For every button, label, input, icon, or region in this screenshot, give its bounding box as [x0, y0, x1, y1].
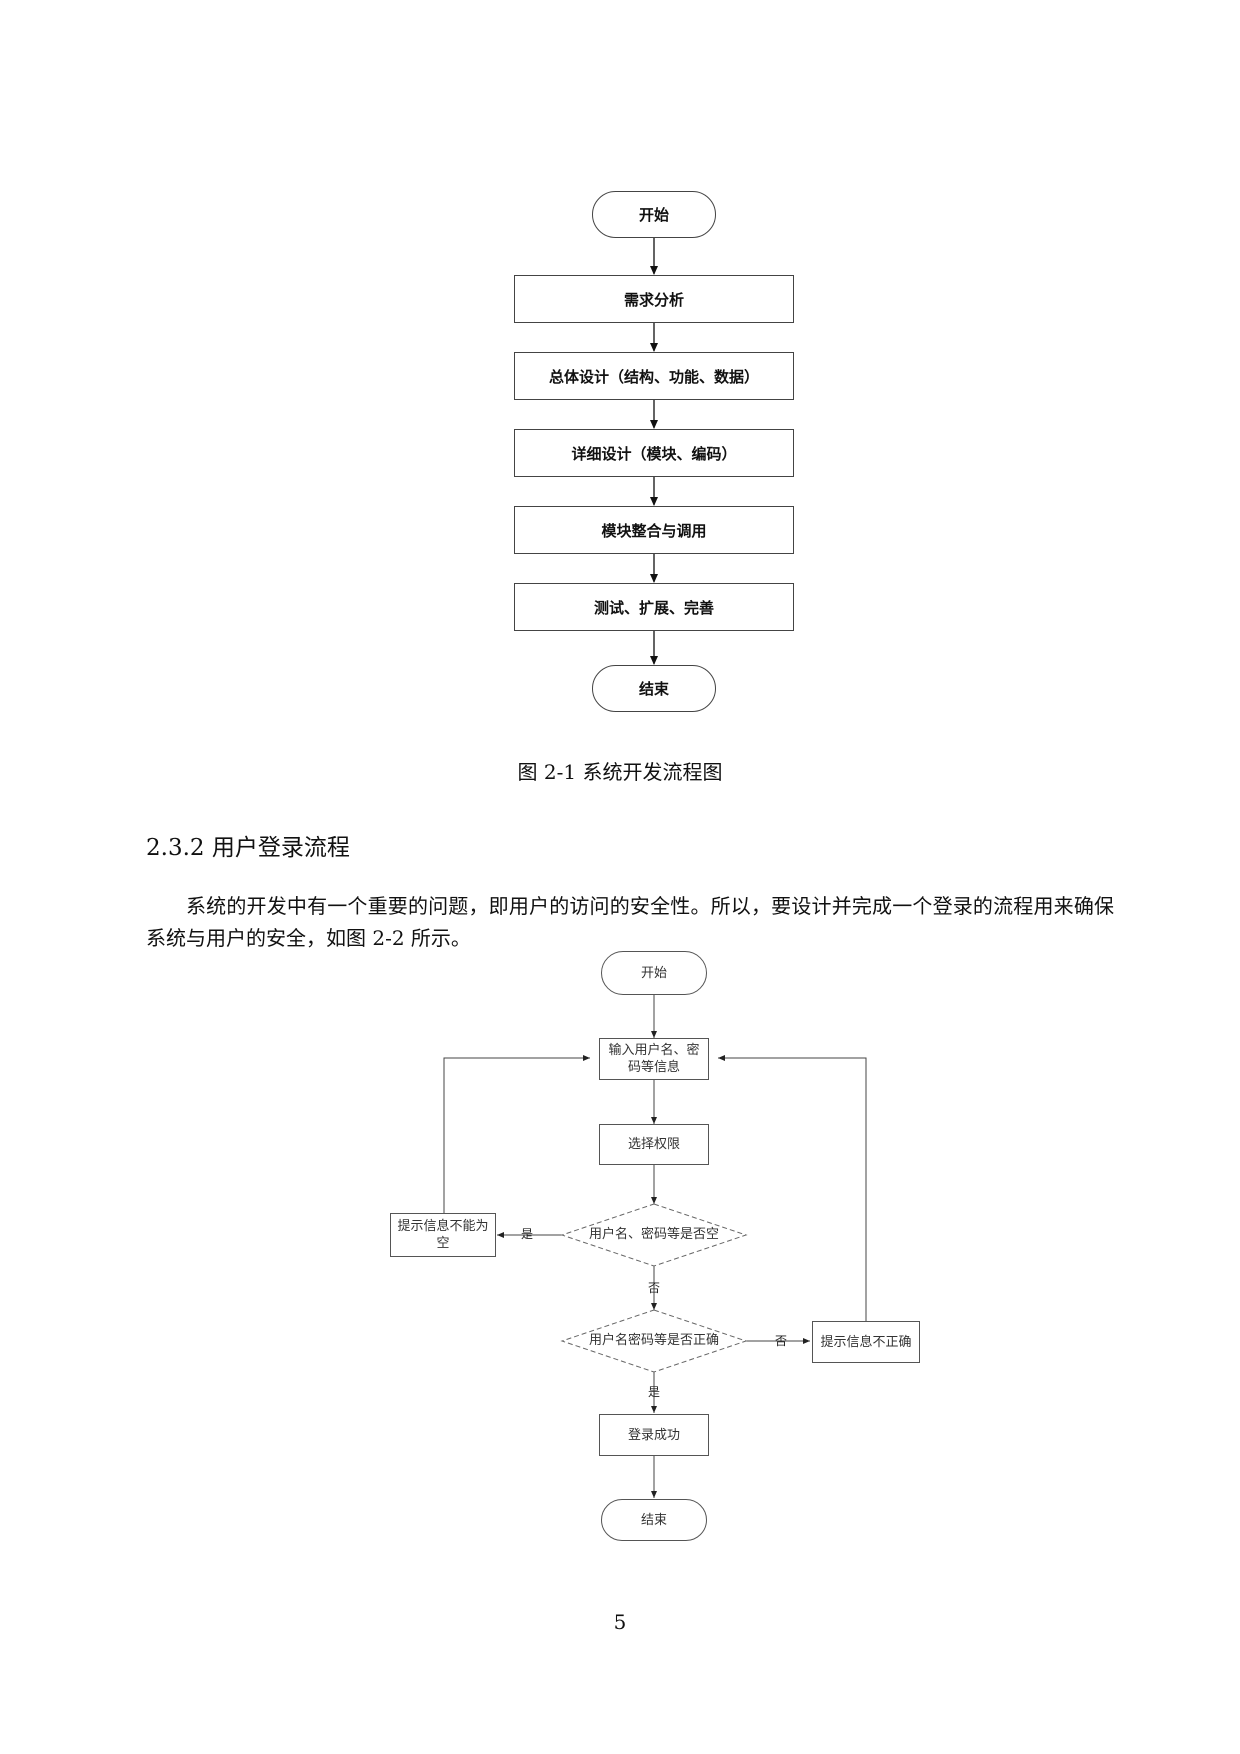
page-number: 5	[613, 1610, 627, 1634]
login-warn-wrong-label: 提示信息不正确	[820, 1334, 912, 1350]
flow-step-integration: 模块整合与调用	[514, 506, 794, 554]
figure-2-2-connectors	[443, 995, 867, 1498]
decision-correct-shape	[560, 1309, 748, 1373]
label-no-correct: 否	[775, 1334, 788, 1348]
login-input-label: 输入用户名、密码等信息	[608, 1043, 700, 1075]
login-start-node: 开始	[601, 951, 707, 995]
login-start-label: 开始	[640, 965, 667, 981]
flow-step-label: 模块整合与调用	[601, 521, 707, 540]
flow-step-label: 测试、扩展、完善	[593, 598, 714, 617]
figure-2-1-caption: 图 2-1 系统开发流程图	[517, 760, 723, 784]
flow-step-requirements: 需求分析	[514, 275, 794, 323]
decision-empty-label: 用户名、密码等是否空	[588, 1227, 719, 1242]
label-yes-empty: 是	[521, 1227, 534, 1241]
flow-step-label: 详细设计（模块、编码）	[571, 444, 737, 463]
login-end-label: 结束	[640, 1512, 667, 1528]
flow-step-overall-design: 总体设计（结构、功能、数据）	[514, 352, 794, 400]
flow-end-label: 结束	[638, 680, 669, 698]
decision-empty-shape	[560, 1203, 748, 1267]
section-paragraph: 系统的开发中有一个重要的问题，即用户的访问的安全性。所以，要设计并完成一个登录的…	[146, 894, 1114, 950]
flow-step-label: 总体设计（结构、功能、数据）	[548, 367, 759, 386]
flow-step-detailed-design: 详细设计（模块、编码）	[514, 429, 794, 477]
login-warn-wrong-node: 提示信息不正确	[812, 1321, 920, 1363]
login-success-node: 登录成功	[599, 1414, 709, 1456]
flow-end-node: 结束	[592, 665, 716, 712]
label-no-empty: 否	[648, 1281, 661, 1295]
login-select-label: 选择权限	[627, 1137, 680, 1152]
login-select-node: 选择权限	[599, 1124, 709, 1165]
flow-start-node: 开始	[592, 191, 716, 238]
login-success-label: 登录成功	[627, 1427, 680, 1443]
section-heading: 2.3.2 用户登录流程	[146, 835, 350, 861]
login-warn-empty-node: 提示信息不能为空	[390, 1213, 496, 1257]
flow-start-label: 开始	[638, 206, 669, 224]
decision-correct-label: 用户名密码等是否正确	[588, 1333, 719, 1348]
login-end-node: 结束	[601, 1499, 707, 1541]
login-input-node: 输入用户名、密码等信息	[599, 1038, 709, 1080]
flow-step-testing: 测试、扩展、完善	[514, 583, 794, 631]
figure-2-1-connectors	[650, 238, 658, 665]
flow-step-label: 需求分析	[623, 290, 684, 309]
label-yes-correct: 是	[648, 1385, 661, 1399]
login-warn-empty-label: 提示信息不能为空	[397, 1219, 489, 1251]
